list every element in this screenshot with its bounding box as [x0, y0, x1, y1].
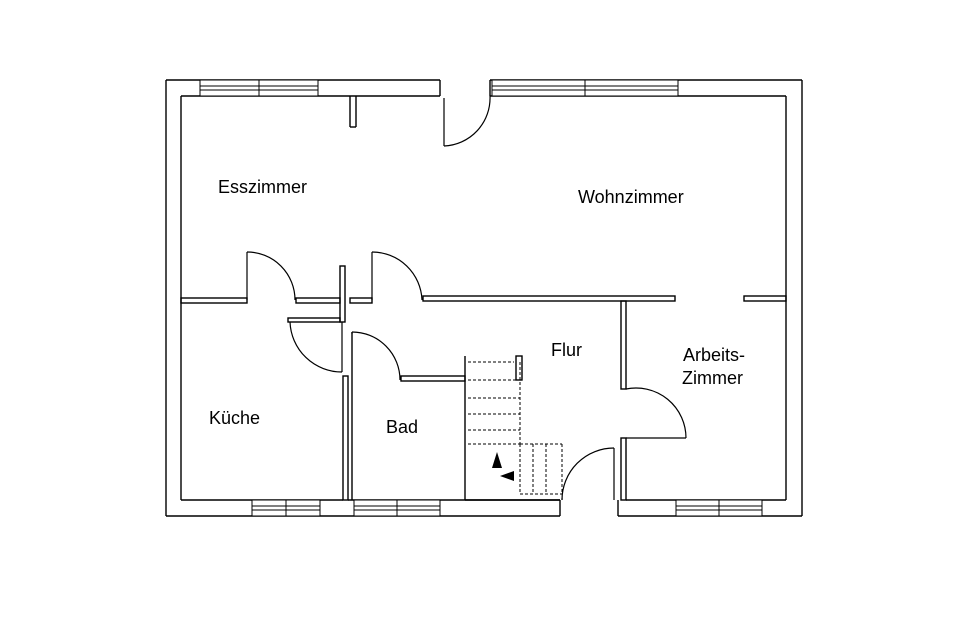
door-entrance [561, 447, 615, 501]
window-bad [353, 499, 441, 517]
window-arbeitszimmer [675, 499, 763, 517]
interior-walls [180, 96, 787, 501]
doors [246, 95, 687, 501]
room-label-bad: Bad [386, 417, 418, 437]
windows [199, 79, 763, 517]
window-wohnzimmer [491, 79, 679, 97]
door-kueche [289, 321, 343, 373]
window-kueche [251, 499, 321, 517]
door-wohnzimmer-hall [371, 251, 423, 301]
room-label-arbeitszimmer-line1: Arbeits- [683, 345, 745, 365]
door-top-center [443, 95, 491, 147]
room-label-esszimmer: Esszimmer [218, 177, 307, 197]
stairs [468, 361, 563, 495]
window-esszimmer [199, 79, 319, 97]
stair-arrows [492, 452, 514, 481]
door-arbeitszimmer [625, 387, 687, 439]
door-esszimmer [246, 251, 296, 301]
door-bad [351, 331, 401, 381]
stair-arrow-up [492, 452, 502, 468]
room-label-wohnzimmer: Wohnzimmer [578, 187, 684, 207]
room-label-arbeitszimmer-line2: Zimmer [682, 368, 743, 388]
outer-walls [165, 79, 803, 517]
room-label-kueche: Küche [209, 408, 260, 428]
room-label-flur: Flur [551, 340, 582, 360]
stair-arrow-left [500, 471, 514, 481]
